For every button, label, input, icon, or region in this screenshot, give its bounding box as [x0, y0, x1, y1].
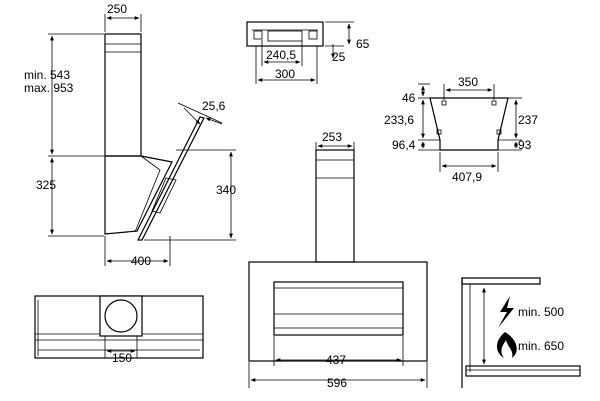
top-outlet-circle	[104, 299, 138, 333]
front-panel-width: 437	[326, 353, 346, 367]
mount-right-mid: 237	[518, 113, 538, 127]
clearance-view: min. 500 min. 650	[461, 277, 581, 388]
mount-outline	[429, 97, 509, 151]
bracket-inner-width: 240,5	[266, 48, 296, 62]
clearance-gas-min: min. 650	[518, 339, 564, 353]
front-inner-panel	[273, 281, 404, 336]
front-chimney	[315, 149, 355, 263]
mount-left-top: 46	[402, 91, 416, 105]
bracket-outer-width: 300	[275, 67, 295, 81]
side-top-width: 250	[107, 2, 127, 16]
clearance-hob	[465, 365, 581, 377]
side-depth: 400	[131, 254, 151, 268]
side-glass-panel	[137, 116, 205, 241]
bracket-height-right: 65	[356, 37, 370, 51]
mount-left-bottom: 96,4	[392, 138, 416, 152]
side-hood-height: 325	[36, 178, 56, 192]
mount-top-width: 350	[458, 75, 478, 89]
mount-bottom-width: 407,9	[452, 170, 482, 184]
mount-right-bottom: 93	[518, 138, 532, 152]
lightning-icon	[498, 296, 514, 328]
side-angle: 25,6	[202, 99, 226, 113]
front-chimney-width: 253	[322, 130, 342, 144]
clearance-electric-min: min. 500	[518, 305, 564, 319]
side-glass-height: 340	[216, 183, 236, 197]
front-panel	[248, 261, 428, 362]
front-total-width: 596	[327, 376, 347, 390]
mount-view: 350 46 233,6 96,4 237 93 407,9	[384, 75, 538, 184]
flame-icon	[496, 332, 517, 358]
top-outlet-diameter: 150	[112, 351, 132, 365]
side-hood-body	[104, 155, 173, 235]
side-view: 250 min. 543 max. 953 325 25,6 340 400	[24, 2, 236, 268]
front-view: 253 437 596	[248, 130, 428, 390]
bracket-view: 65 25 240,5 300	[246, 21, 370, 84]
top-view: 150	[34, 295, 204, 365]
side-max-height: max. 953	[24, 81, 74, 95]
bracket-body	[246, 21, 324, 47]
bracket-small-right: 25	[332, 50, 346, 64]
side-min-height: min. 543	[24, 68, 70, 82]
mount-left-mid: 233,6	[384, 113, 414, 127]
